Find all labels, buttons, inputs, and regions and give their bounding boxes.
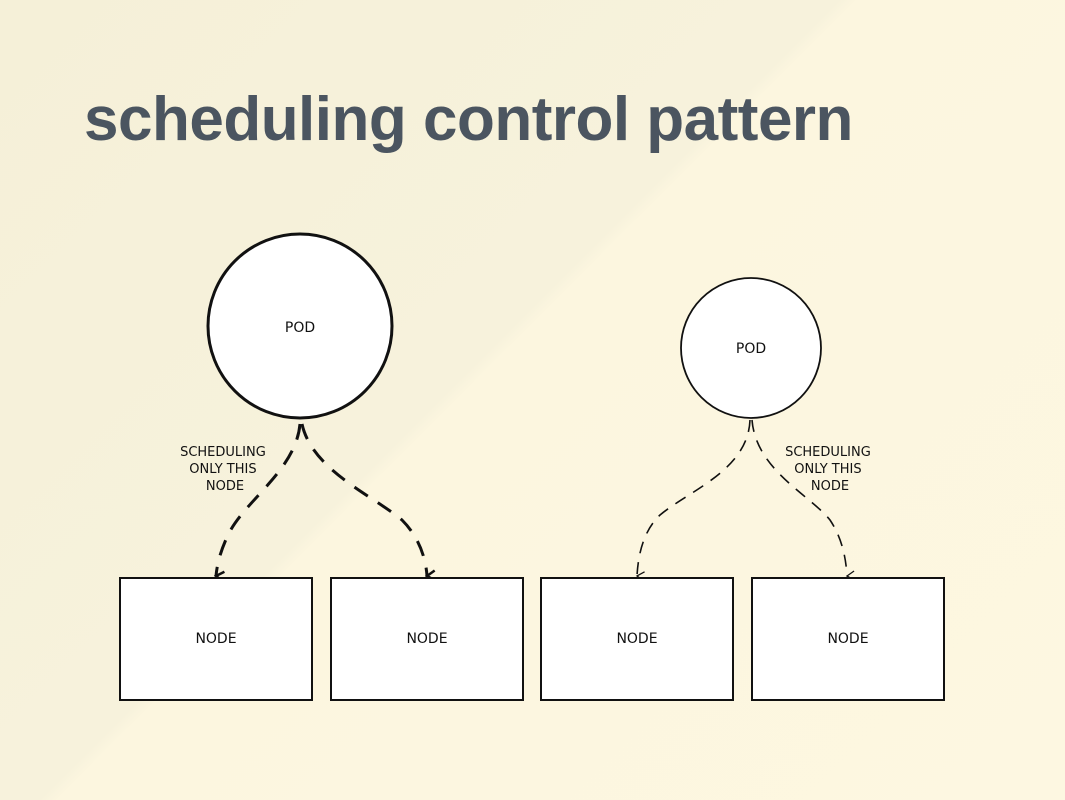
note-left-line-2: ONLY THIS [189,462,256,477]
pod-circle-right [680,277,822,419]
arrow-left-to-node-2 [300,423,427,576]
arrow-left-to-node-1 [216,423,302,576]
note-right: SCHEDULING ONLY THIS NODE [785,445,875,494]
note-right-line-2: ONLY THIS [794,462,861,477]
arrow-right-to-node-4 [751,419,855,581]
note-left-line-1: SCHEDULING [180,445,266,460]
node-label-1: NODE [195,631,236,647]
node-box-1 [119,577,313,701]
node-label-2: NODE [406,631,447,647]
note-right-line-3: NODE [811,479,849,494]
node-label-3: NODE [616,631,657,647]
diagram-left: POD SCHEDULING ONLY THIS NODE NODE NODE [119,232,524,701]
note-left-line-3: NODE [206,479,244,494]
node-box-4 [751,577,945,701]
node-box-2 [330,577,524,701]
pod-circle-left [206,232,394,420]
node-label-4: NODE [827,631,868,647]
arrow-right-to-node-3 [635,419,751,582]
note-left: SCHEDULING ONLY THIS NODE [180,445,270,494]
note-right-line-1: SCHEDULING [785,445,871,460]
page-title: scheduling control pattern [84,85,853,154]
pod-label-left: POD [285,320,315,336]
diagram-right: POD SCHEDULING ONLY THIS NODE NODE NODE [540,277,945,701]
pod-label-right: POD [736,341,766,357]
node-box-3 [540,577,734,701]
